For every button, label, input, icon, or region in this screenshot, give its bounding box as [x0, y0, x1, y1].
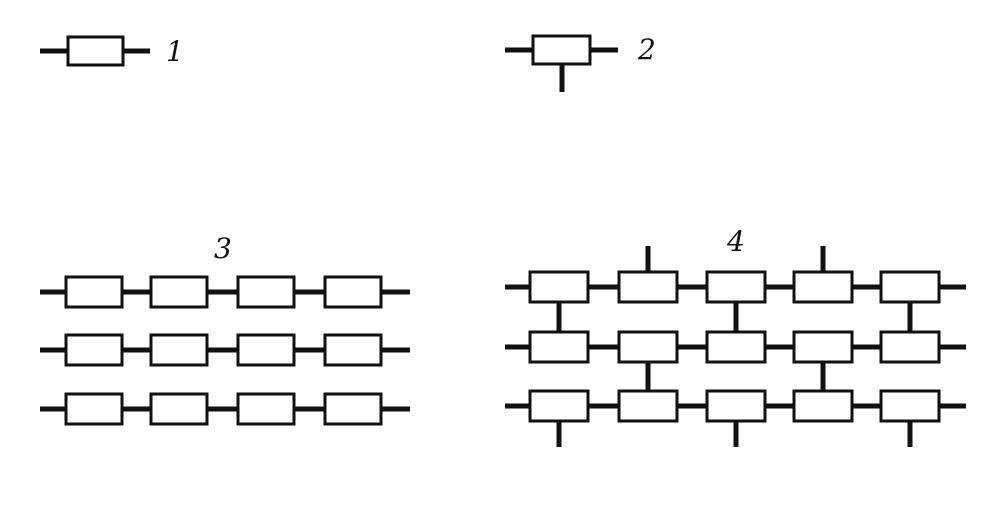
chain-unit-box [149, 392, 209, 426]
network-unit-box [617, 330, 679, 364]
network-unit-box [792, 389, 854, 423]
crosslinked-network-group [505, 246, 966, 447]
monomer-unit-box [531, 34, 592, 66]
label-1: 1 [166, 35, 184, 68]
network-unit-box [705, 270, 767, 304]
monomer-unit-box [66, 35, 125, 67]
network-unit-box [705, 389, 767, 423]
network-unit-box [528, 330, 590, 364]
chain-unit-box [149, 333, 209, 367]
network-unit-box [879, 330, 941, 364]
chain-unit-box [236, 275, 296, 309]
network-unit-box [528, 389, 590, 423]
chain-unit-box [323, 275, 383, 309]
chain-unit-box [323, 333, 383, 367]
network-unit-box [879, 389, 941, 423]
chain-unit-box [236, 392, 296, 426]
label-2: 2 [637, 33, 656, 66]
network-unit-box [792, 330, 854, 364]
network-unit-box [705, 330, 767, 364]
linear-chains-group [40, 275, 410, 426]
legend-linear-unit [40, 35, 150, 67]
chain-unit-box [323, 392, 383, 426]
legend-branch-unit [505, 34, 618, 92]
network-unit-box [617, 270, 679, 304]
label-3: 3 [214, 232, 232, 265]
label-4: 4 [726, 225, 745, 258]
chain-unit-box [236, 333, 296, 367]
network-unit-box [528, 270, 590, 304]
chain-unit-box [149, 275, 209, 309]
network-unit-box [792, 270, 854, 304]
chain-unit-box [64, 392, 124, 426]
network-unit-box [879, 270, 941, 304]
chain-unit-box [64, 275, 124, 309]
network-unit-box [617, 389, 679, 423]
chain-unit-box [64, 333, 124, 367]
